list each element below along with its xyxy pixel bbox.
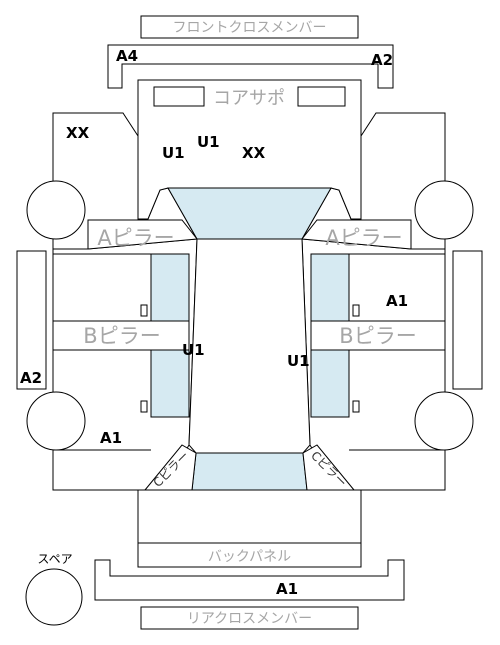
code-left-rear-quarter: A1 <box>100 429 122 447</box>
b-pillar-right-label: Bピラー <box>339 324 416 348</box>
code-roof-left: U1 <box>182 341 205 359</box>
left-rear-door-handle <box>140 400 148 413</box>
code-front-member-right: A2 <box>371 51 393 69</box>
code-left-side-sill: A2 <box>20 369 42 387</box>
front-cross-member-label: フロントクロスメンバー <box>173 20 327 36</box>
spare-tire[interactable]: スペア <box>25 552 83 626</box>
a-pillar-right-label: Aピラー <box>325 226 402 250</box>
left-side-sill[interactable] <box>16 250 47 390</box>
rear-left-wheel[interactable] <box>26 391 86 451</box>
rear-bumper-bracket[interactable] <box>94 559 405 601</box>
core-support[interactable]: コアサポ <box>153 86 346 109</box>
right-rear-window[interactable] <box>310 349 350 418</box>
front-bumper-bracket[interactable] <box>107 44 394 89</box>
right-rear-door-handle <box>352 400 360 413</box>
code-front-left-fender: XX <box>66 124 90 142</box>
code-roof-right: U1 <box>287 352 310 370</box>
core-support-label: コアサポ <box>213 88 285 109</box>
right-front-door-handle <box>352 304 360 317</box>
rear-cross-member-label: リアクロスメンバー <box>187 611 312 627</box>
back-panel-label: バックパネル <box>208 549 291 565</box>
rear-cross-member[interactable]: リアクロスメンバー <box>140 606 359 630</box>
a-pillar-left[interactable]: Aピラー <box>87 219 198 250</box>
a-pillar-right[interactable]: Aピラー <box>301 219 412 250</box>
b-pillar-right[interactable]: Bピラー <box>310 320 446 351</box>
code-rear-member: A1 <box>276 580 298 598</box>
front-cross-member[interactable]: フロントクロスメンバー <box>140 15 359 39</box>
front-left-wheel[interactable] <box>26 180 86 240</box>
windshield[interactable] <box>167 187 332 240</box>
back-panel[interactable]: バックパネル <box>137 542 362 568</box>
b-pillar-left[interactable]: Bピラー <box>52 320 190 351</box>
code-right-front-door: A1 <box>386 292 408 310</box>
rear-window[interactable] <box>191 452 308 491</box>
code-core-left: U1 <box>162 144 185 162</box>
a-pillar-left-label: Aピラー <box>97 226 174 250</box>
rear-body-panel[interactable] <box>137 489 362 544</box>
left-front-window[interactable] <box>150 253 190 322</box>
code-core-center: U1 <box>197 133 220 151</box>
code-front-member-left: A4 <box>116 47 138 65</box>
left-rear-window[interactable] <box>150 349 190 418</box>
roof[interactable] <box>188 238 311 454</box>
right-side-sill[interactable] <box>452 250 483 390</box>
right-front-window[interactable] <box>310 253 350 322</box>
code-core-right: XX <box>242 144 266 162</box>
spare-label: スペア <box>37 552 72 566</box>
left-front-door-handle <box>140 304 148 317</box>
rear-right-wheel[interactable] <box>414 391 474 451</box>
b-pillar-left-label: Bピラー <box>83 324 160 348</box>
front-right-wheel[interactable] <box>414 180 474 240</box>
